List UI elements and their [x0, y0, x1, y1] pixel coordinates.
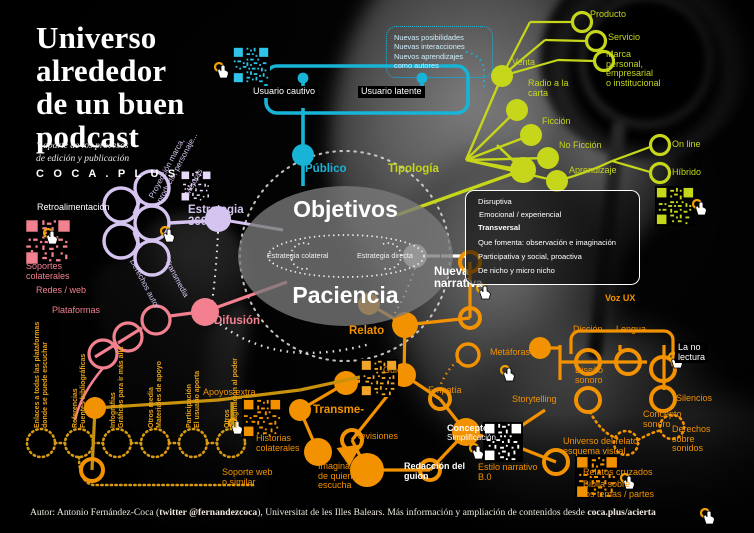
relato-label-estilo[interactable]: Estilo narrativo B.0	[478, 462, 538, 482]
apoyo-label-2[interactable]: Infografías Gráficos para ir más allá	[110, 346, 125, 428]
qr-code-icon[interactable]	[180, 170, 212, 202]
node-venta[interactable]: Venta	[512, 57, 536, 67]
branch-label-relato[interactable]: Relato	[349, 325, 385, 337]
apoyo-label-0[interactable]: Enlaces a todas las plataformas donde se…	[34, 321, 49, 428]
apoyo-label-3[interactable]: Otros media Materiales de apoyo	[148, 361, 163, 428]
title-line-2: alrededor	[36, 52, 167, 88]
voz-ux-node-diccion[interactable]: Dicción	[573, 324, 603, 334]
hand-pointer-icon[interactable]	[160, 226, 176, 244]
voz-ux-node-silencios[interactable]: Silencios	[676, 393, 713, 403]
node-no-ficcion[interactable]: No Ficción	[559, 140, 602, 150]
voz-ux-node-la-no-lectura[interactable]: La no lectura	[675, 342, 709, 364]
qr-code-icon[interactable]	[242, 398, 282, 438]
relato-label-historias[interactable]: Historias colaterales	[256, 433, 300, 453]
voz-ux-dotted-concepto-sonoro[interactable]: Concepto sonoro	[643, 409, 682, 429]
hand-pointer-icon[interactable]	[469, 443, 485, 461]
node-aprendizaje[interactable]: Aprendizaje	[569, 165, 617, 175]
node-usuario-cautivo[interactable]: Usuario cautivo	[250, 86, 319, 98]
voz-ux-dotted-derechos-sonidos[interactable]: Derechos sobre sonidos	[672, 424, 711, 454]
relato-label-redaccion[interactable]: Redacción del guion	[404, 461, 466, 481]
apoyo-label-1[interactable]: Referencias Fuentes bibliográficas	[72, 353, 87, 428]
node-usuario-latente[interactable]: Usuario latente	[358, 86, 425, 98]
node-servicio[interactable]: Servicio	[608, 32, 641, 42]
title-line-1: Universo	[36, 20, 157, 55]
page-title: Universo alrededor de un buen podcast	[36, 20, 185, 154]
node-ficcion[interactable]: Ficción	[542, 116, 571, 126]
core-inner-left-label: Estrategia colateral	[267, 251, 329, 260]
relato-label-metaforas[interactable]: Metáforas	[490, 347, 531, 357]
relato-label-soporte-web[interactable]: Soporte web o similar	[222, 467, 273, 487]
publico-bubble: Nuevas posibilidades Nuevas interaccione…	[386, 26, 493, 78]
branch-label-difusion[interactable]: Difusión	[214, 315, 260, 327]
qr-code-icon[interactable]	[655, 186, 695, 226]
publico-bubble-text: Nuevas posibilidades Nuevas interaccione…	[394, 33, 465, 71]
relato-label-universo[interactable]: Universo del relato: esquema visual	[563, 436, 641, 456]
branch-label-publico[interactable]: Público	[305, 163, 347, 175]
hand-pointer-icon[interactable]	[500, 365, 516, 383]
difusion-item-redes[interactable]: Redes / web	[36, 285, 87, 295]
title-line-4: podcast	[36, 118, 140, 154]
node-radio-a-la-carta[interactable]: Radio a la carta	[528, 78, 569, 98]
nn-item-4: Participativa y social, proactiva	[478, 252, 582, 261]
page-subtitle: * aparte de los procesos de edición y pu…	[36, 141, 130, 164]
nn-item-0: Disruptiva	[478, 197, 512, 206]
nn-item-2: Transversal	[478, 223, 521, 232]
brand-logo: C O C A . P L U S	[36, 168, 179, 180]
hand-pointer-icon[interactable]	[214, 62, 230, 80]
qr-code-icon[interactable]	[232, 46, 270, 84]
hand-pointer-icon[interactable]	[228, 418, 244, 436]
nn-item-3: Que fomenta: observación e imaginación	[478, 238, 617, 247]
node-on-line[interactable]: On line	[672, 139, 701, 149]
core-strategy-diagram	[267, 234, 425, 278]
relato-label-apoyos-extra[interactable]: Apoyos extra	[203, 387, 256, 397]
relato-label-guion[interactable]: Guion	[383, 365, 408, 375]
qr-code-icon[interactable]	[360, 359, 398, 397]
relato-label-simplificacion[interactable]: Simplificación	[447, 433, 496, 442]
title-line-3: de un buen	[36, 85, 185, 121]
voz-ux-node-lengua[interactable]: Lengua	[616, 324, 647, 334]
footer-credit: Autor: Antonio Fernández-Coca (twitter @…	[30, 507, 656, 518]
footer-url[interactable]: coca.plus/acierta	[587, 507, 656, 518]
core-hub	[238, 186, 453, 326]
relato-label-empatia[interactable]: Empatía	[428, 385, 462, 395]
branch-label-tipologia[interactable]: Tipología	[388, 163, 439, 175]
hand-pointer-icon[interactable]	[43, 228, 59, 246]
hand-pointer-icon[interactable]	[620, 473, 636, 491]
hand-pointer-icon[interactable]	[692, 199, 708, 217]
node-hibrido[interactable]: Híbrido	[672, 167, 702, 177]
qr-code-icon[interactable]	[483, 422, 523, 462]
apoyo-label-4[interactable]: Participación El usuario aporta	[186, 370, 201, 428]
difusion-item-soportes[interactable]: Soportes colaterales	[26, 261, 70, 281]
branch-label-estrategia[interactable]: Estrategia 360°	[188, 204, 244, 229]
nueva-narrativa-callout: Disruptiva Emocional / experiencial Tran…	[465, 190, 640, 285]
footer-pre: Autor: Antonio Fernández-Coca (	[30, 507, 160, 518]
relato-label-storytelling[interactable]: Storytelling	[512, 394, 557, 404]
relato-label-relatos-cruzados[interactable]: Relatos cruzados	[583, 467, 653, 477]
hand-pointer-icon[interactable]	[700, 508, 716, 526]
qr-code-icon[interactable]	[575, 455, 619, 499]
estrategia-retroalimentacion[interactable]: Retroalimentación	[37, 202, 110, 212]
relato-label-concepto[interactable]: Concepto	[447, 423, 489, 433]
relato-label-biblia[interactable]: Biblia sobre los temas / partes	[583, 479, 655, 499]
core-paciencia-label: Paciencia	[292, 282, 399, 308]
core-objetivos-label: Objetivos	[293, 196, 398, 222]
voz-ux-title[interactable]: Voz UX	[605, 293, 636, 303]
relato-label-imaginacion[interactable]: Imaginación de quien escucha	[318, 461, 367, 491]
nn-item-1: Emocional / experiencial	[479, 210, 562, 219]
footer-twitter[interactable]: twitter @fernandezcoca	[159, 507, 258, 518]
nn-item-5: De nicho y micro nicho	[478, 266, 555, 275]
relato-label-revisiones[interactable]: Revisiones	[354, 431, 399, 441]
node-marca[interactable]: Marca personal, empresarial o institucio…	[606, 49, 661, 89]
node-producto[interactable]: Producto	[590, 9, 627, 19]
difusion-item-plataformas[interactable]: Plataformas	[52, 305, 101, 315]
relato-label-transmedia[interactable]: Transme-	[313, 404, 365, 416]
footer-mid: ), Universitat de les Illes Balears. Más…	[257, 507, 588, 518]
voz-ux-node-diseno-sonoro[interactable]: Diseño sonoro	[575, 365, 604, 385]
core-inner-right-label: Estrategia directa	[357, 251, 413, 260]
